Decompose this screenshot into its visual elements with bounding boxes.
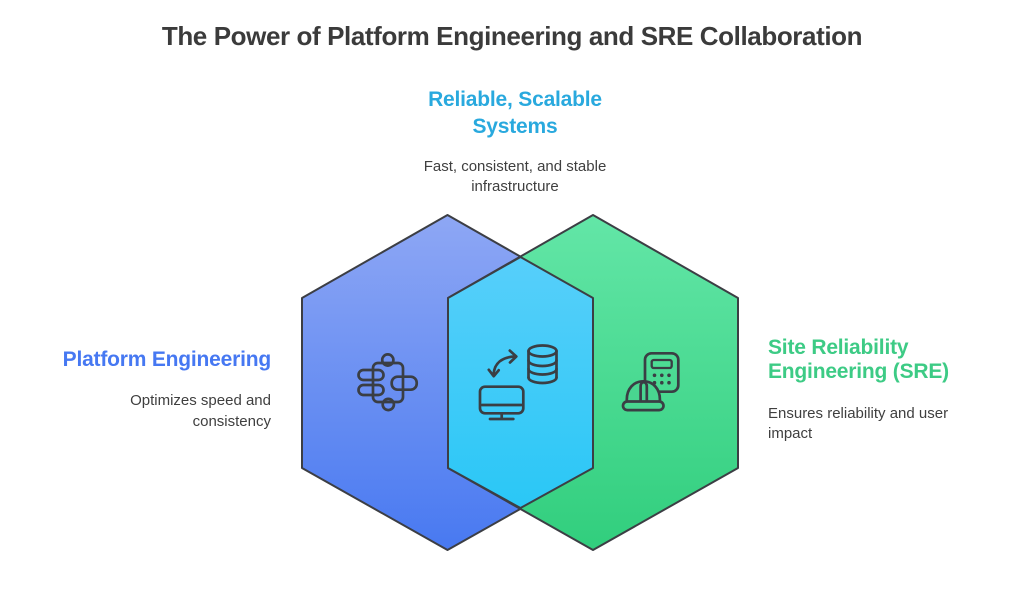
page-title: The Power of Platform Engineering and SR… bbox=[161, 21, 863, 51]
platform-heading: Platform Engineering bbox=[62, 348, 272, 371]
overlap-heading: Reliable, Scalable Systems bbox=[428, 88, 602, 138]
platform-label: Platform Engineering Optimizes speed and… bbox=[0, 347, 272, 432]
sre-heading: Site Reliability Engineering (SRE) bbox=[768, 336, 949, 383]
platform-description: Optimizes speed and consistency bbox=[130, 392, 271, 430]
overlap-label: Reliable, Scalable Systems Fast, consist… bbox=[335, 86, 695, 197]
puzzle-icon bbox=[357, 353, 419, 412]
monitor-database-sync-icon bbox=[478, 344, 558, 421]
hardhat-calculator-icon bbox=[621, 351, 680, 412]
sre-label: Site Reliability Engineering (SRE) Ensur… bbox=[768, 336, 1018, 444]
overlap-hexagon bbox=[447, 256, 594, 509]
overlap-description: Fast, consistent, and stable infrastruct… bbox=[423, 158, 607, 195]
sre-description: Ensures reliability and user impact bbox=[768, 405, 949, 442]
